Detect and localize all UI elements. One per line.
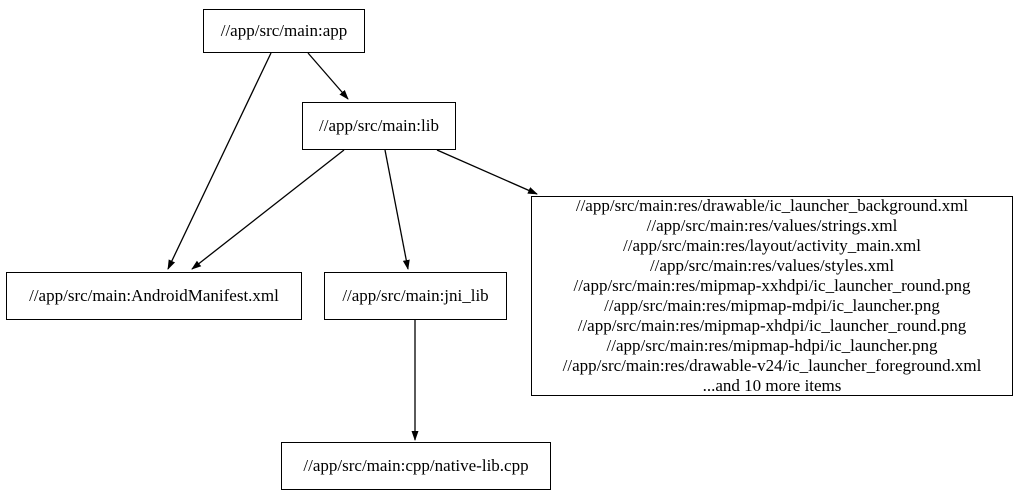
resource-item: //app/src/main:res/mipmap-mdpi/ic_launch…	[604, 296, 940, 315]
node-jni-lib-label: //app/src/main:jni_lib	[342, 286, 489, 305]
node-native-lib-cpp: //app/src/main:cpp/native-lib.cpp	[281, 442, 551, 490]
edge-app-to-lib	[307, 52, 349, 100]
edge-lib-to-android-manifest	[191, 149, 345, 270]
node-android-manifest: //app/src/main:AndroidManifest.xml	[6, 272, 302, 320]
resource-item: //app/src/main:res/mipmap-hdpi/ic_launch…	[606, 336, 938, 355]
node-app: //app/src/main:app	[203, 9, 365, 53]
resource-item: //app/src/main:res/mipmap-xxhdpi/ic_laun…	[573, 276, 971, 295]
node-resources: //app/src/main:res/drawable/ic_launcher_…	[531, 196, 1013, 396]
edge-lib-to-resources	[436, 149, 538, 195]
node-lib: //app/src/main:lib	[302, 102, 456, 150]
resource-item: //app/src/main:res/drawable-v24/ic_launc…	[562, 356, 982, 375]
resource-item: //app/src/main:res/values/styles.xml	[649, 256, 895, 275]
resource-item: //app/src/main:res/drawable/ic_launcher_…	[575, 196, 969, 215]
node-android-manifest-label: //app/src/main:AndroidManifest.xml	[29, 286, 279, 305]
node-app-label: //app/src/main:app	[220, 21, 348, 40]
node-jni-lib: //app/src/main:jni_lib	[324, 272, 507, 320]
resource-item: //app/src/main:res/mipmap-xhdpi/ic_launc…	[577, 316, 967, 335]
resource-item: //app/src/main:res/layout/activity_main.…	[623, 236, 921, 255]
node-lib-label: //app/src/main:lib	[319, 116, 439, 135]
resource-more-items: ...and 10 more items	[702, 376, 842, 395]
resource-item: //app/src/main:res/values/strings.xml	[646, 216, 898, 235]
edge-lib-to-jni-lib	[384, 149, 410, 270]
node-native-lib-cpp-label: //app/src/main:cpp/native-lib.cpp	[303, 456, 529, 475]
edge-app-to-android-manifest	[167, 52, 272, 270]
